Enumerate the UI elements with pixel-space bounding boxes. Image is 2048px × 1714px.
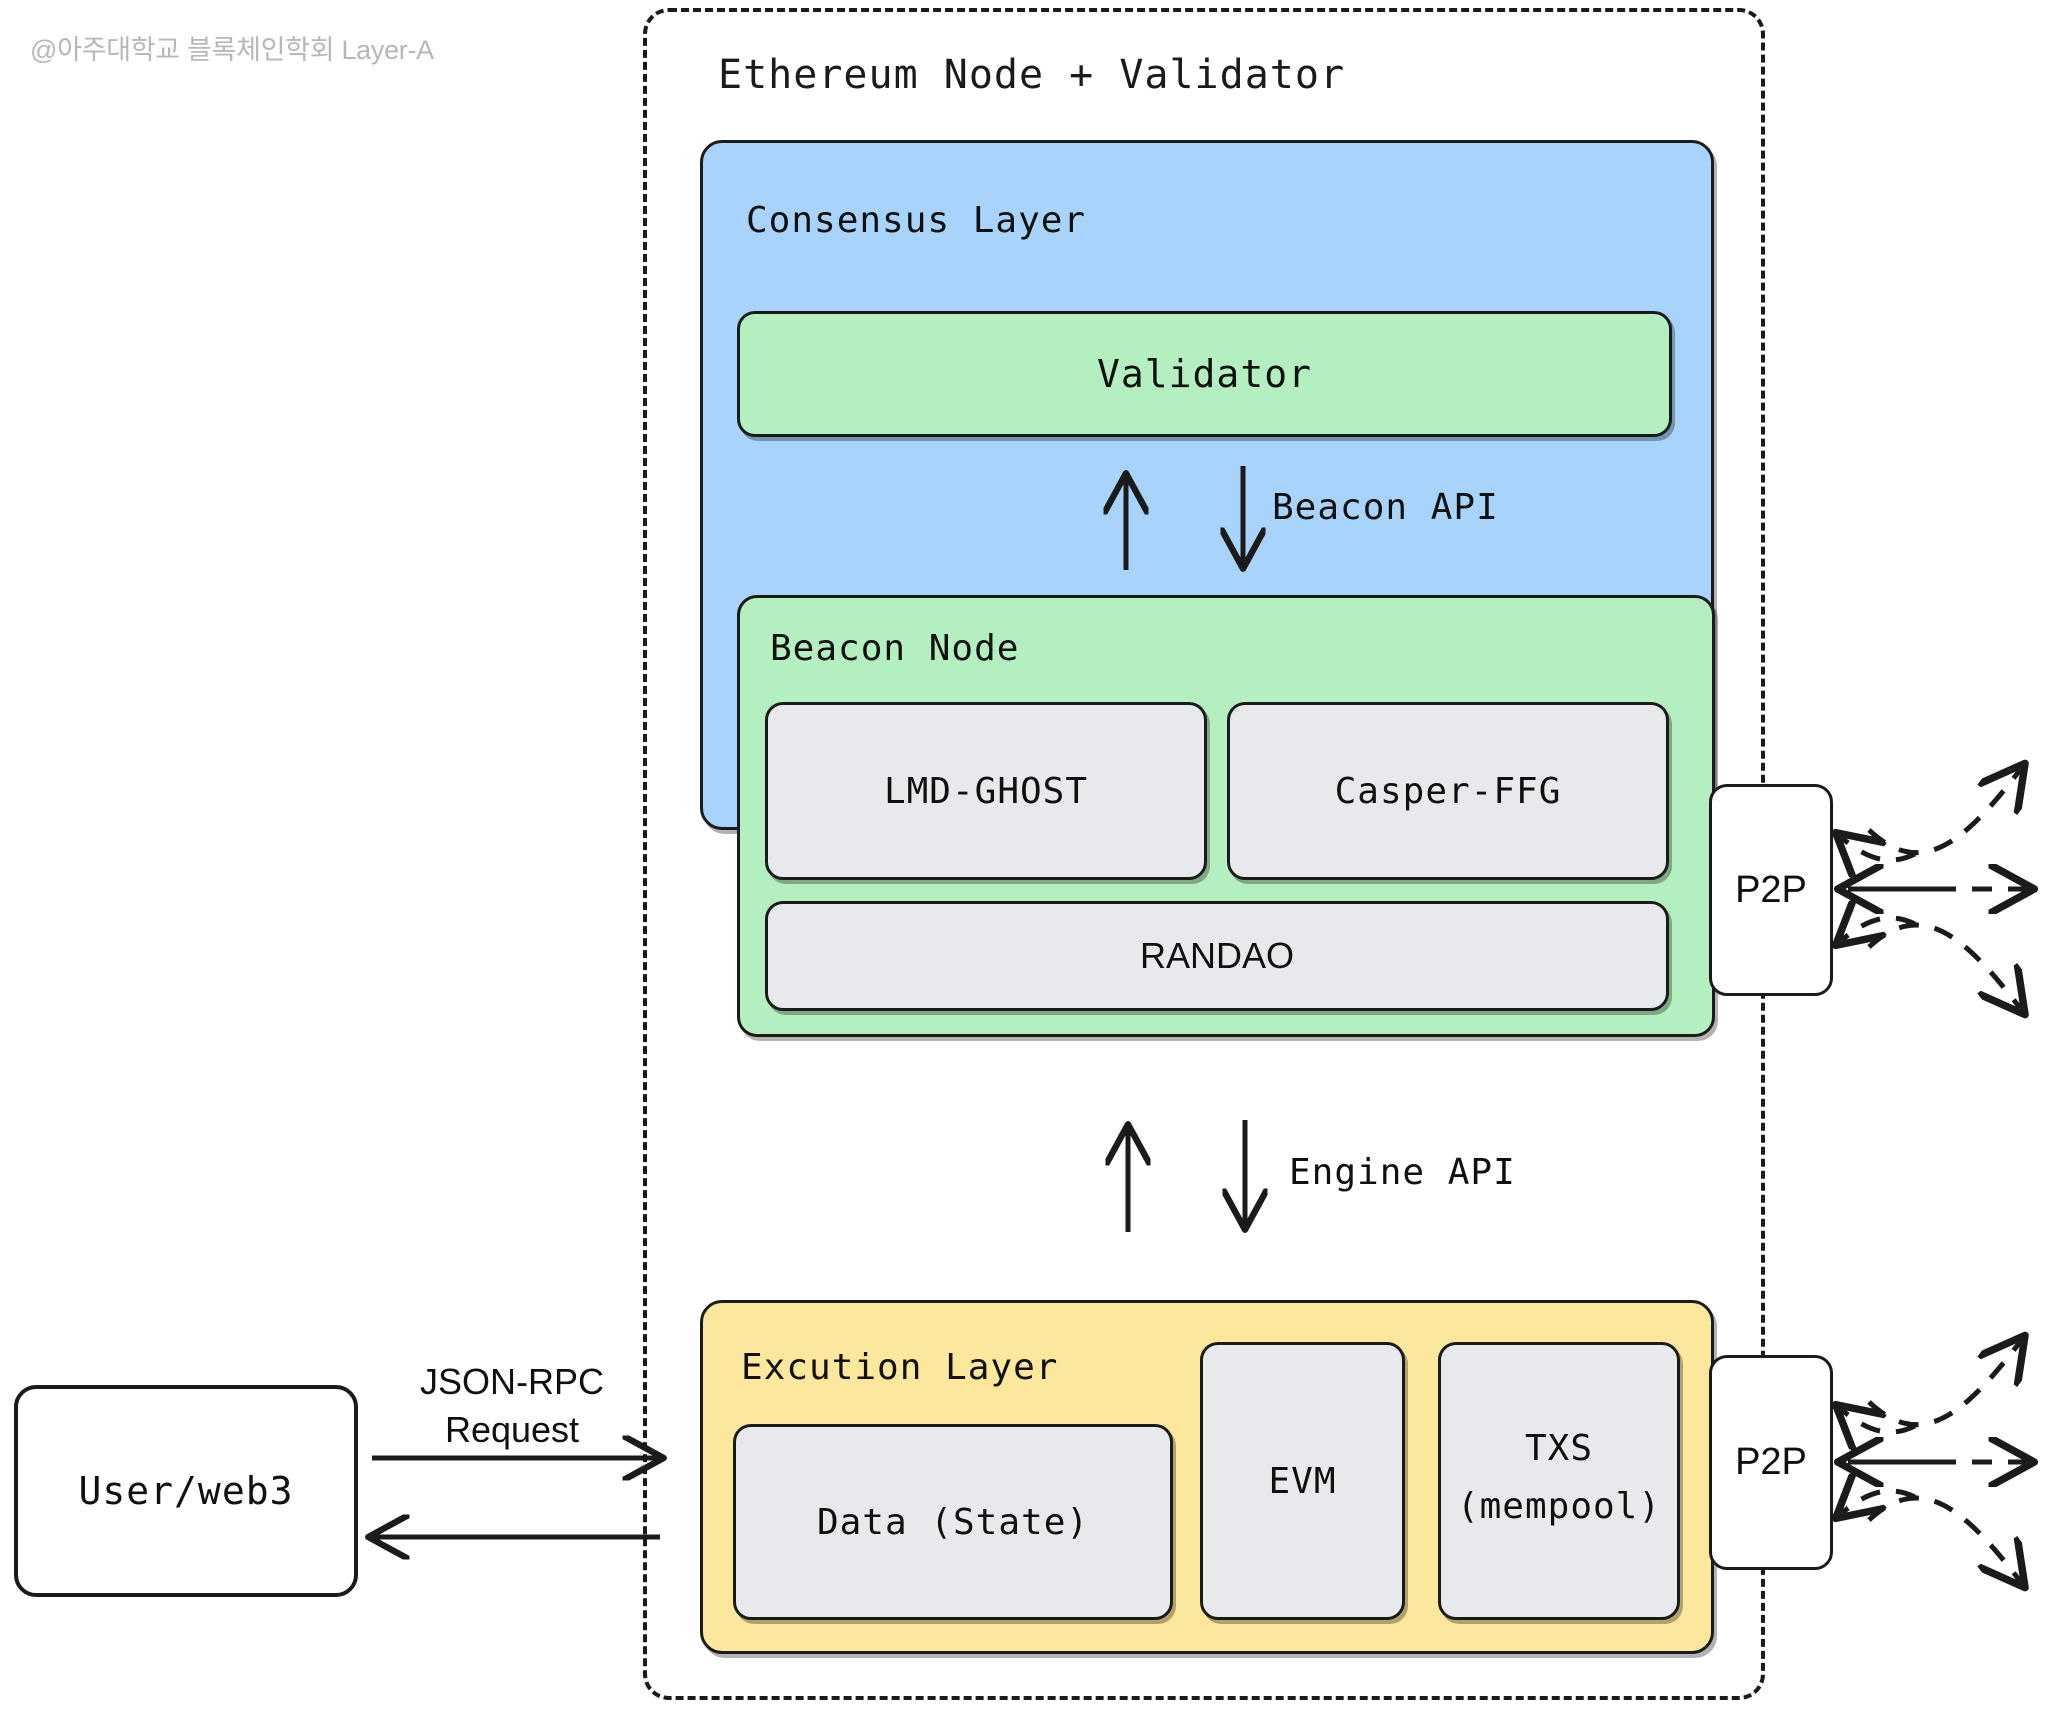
casper-ffg-box: Casper-FFG xyxy=(1227,702,1669,880)
txs-mempool-box: TXS (mempool) xyxy=(1438,1342,1680,1620)
randao-box: RANDAO xyxy=(765,901,1669,1011)
p2p-consensus-peer-arrows-icon xyxy=(1842,770,2026,1008)
node-title: Ethereum Node + Validator xyxy=(718,52,1346,98)
txs-mempool-sublabel: (mempool) xyxy=(1456,1486,1662,1527)
p2p-consensus-box: P2P xyxy=(1709,784,1833,996)
validator-label: Validator xyxy=(1097,352,1312,396)
execution-layer-label: Excution Layer xyxy=(741,1347,1059,1388)
p2p-execution-peer-arrows-icon xyxy=(1842,1342,2026,1581)
json-rpc-line1: JSON-RPC xyxy=(419,1361,604,1402)
p2p-consensus-label: P2P xyxy=(1735,868,1807,911)
randao-label: RANDAO xyxy=(1139,935,1295,976)
txs-label: TXS xyxy=(1524,1428,1593,1469)
lmd-ghost-label: LMD-GHOST xyxy=(883,770,1089,812)
validator-box: Validator xyxy=(737,311,1672,437)
evm-box: EVM xyxy=(1200,1342,1405,1620)
user-web3-box: User/web3 xyxy=(14,1385,358,1597)
lmd-ghost-box: LMD-GHOST xyxy=(765,702,1207,880)
data-state-box: Data (State) xyxy=(733,1424,1173,1620)
beacon-api-label: Beacon API xyxy=(1272,487,1499,528)
evm-label: EVM xyxy=(1268,1460,1337,1502)
casper-ffg-label: Casper-FFG xyxy=(1334,770,1562,812)
consensus-layer-label: Consensus Layer xyxy=(746,200,1087,241)
p2p-execution-label: P2P xyxy=(1735,1441,1807,1483)
data-state-label: Data (State) xyxy=(816,1501,1090,1543)
user-web3-label: User/web3 xyxy=(78,1469,294,1513)
json-rpc-line2: Request xyxy=(444,1409,580,1450)
engine-api-label: Engine API xyxy=(1289,1152,1516,1193)
beacon-node-label: Beacon Node xyxy=(770,628,1020,669)
p2p-execution-box: P2P xyxy=(1709,1355,1833,1570)
watermark-text: @아주대학교 블록체인학회 Layer-A xyxy=(30,35,434,65)
json-rpc-request-label: JSON-RPC Request xyxy=(392,1358,632,1454)
